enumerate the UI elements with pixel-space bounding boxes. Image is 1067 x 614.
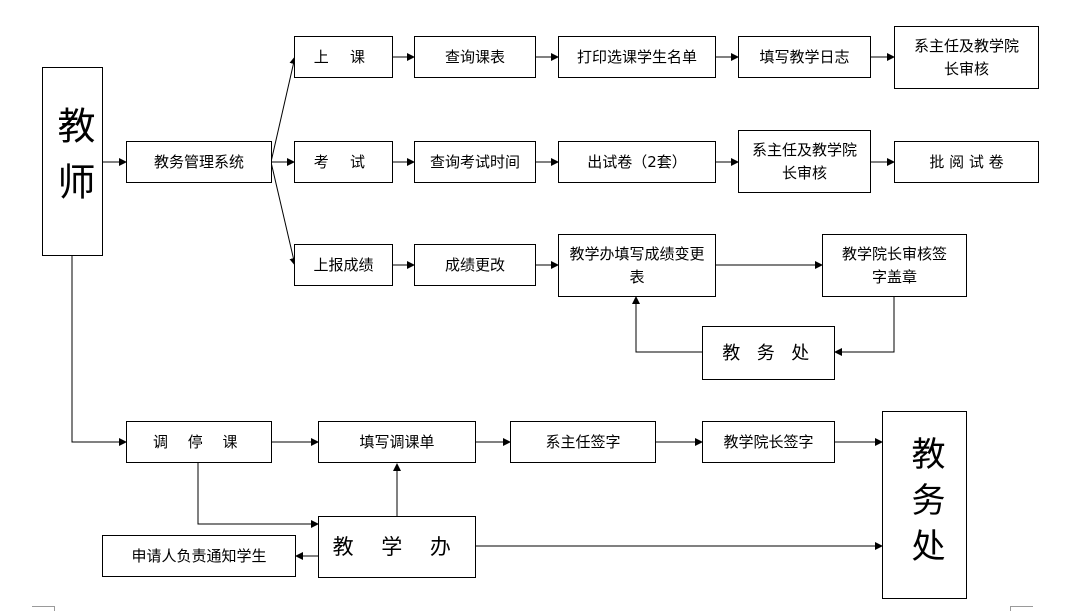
teaching-office-node[interactable]: 教 学 办 bbox=[318, 516, 476, 578]
arrow-system-to-score bbox=[270, 161, 298, 266]
exam-query-node[interactable]: 查询考试时间 bbox=[414, 141, 536, 183]
score-sign-node[interactable]: 教学院长审核签字盖章 bbox=[822, 234, 967, 297]
class-log-label: 填写教学日志 bbox=[759, 47, 850, 66]
arrow-office-to-form bbox=[632, 296, 703, 353]
system-node[interactable]: 教务管理系统 bbox=[126, 141, 272, 183]
score-form-node[interactable]: 教学办填写成绩变更表 bbox=[558, 234, 716, 297]
exam-approve-label: 系主任及教学院长审核 bbox=[751, 140, 857, 182]
exam-grade-label: 批 阅 试 卷 bbox=[929, 152, 1004, 171]
score-start-node[interactable]: 上报成绩 bbox=[294, 244, 393, 286]
class-approve-label: 系主任及教学院长审核 bbox=[913, 36, 1019, 78]
adjust-start-label: 调 停 课 bbox=[152, 432, 246, 451]
score-form-label: 教学办填写成绩变更表 bbox=[569, 244, 705, 286]
system-label: 教务管理系统 bbox=[153, 152, 244, 171]
notify-students-node[interactable]: 申请人负责通知学生 bbox=[102, 535, 296, 577]
class-log-node[interactable]: 填写教学日志 bbox=[738, 36, 871, 78]
arrow-adjust-to-office bbox=[197, 463, 319, 528]
score-office-label: 教 务 处 bbox=[722, 342, 815, 364]
exam-grade-node[interactable]: 批 阅 试 卷 bbox=[894, 141, 1039, 183]
adjust-form-label: 填写调课单 bbox=[359, 432, 435, 451]
score-start-label: 上报成绩 bbox=[313, 255, 374, 274]
page-corner-mark-right bbox=[1010, 606, 1033, 611]
page-corner-mark-left bbox=[32, 606, 55, 611]
score-change-label: 成绩更改 bbox=[444, 255, 505, 274]
class-start-node[interactable]: 上 课 bbox=[294, 36, 393, 78]
academic-affairs-label: 教务处 bbox=[905, 436, 945, 574]
exam-paper-node[interactable]: 出试卷（2套） bbox=[558, 141, 716, 183]
teacher-node[interactable]: 教师 bbox=[42, 67, 103, 256]
notify-students-label: 申请人负责通知学生 bbox=[131, 546, 267, 565]
score-office-node[interactable]: 教 务 处 bbox=[702, 326, 835, 380]
adjust-dept-sign-label: 系主任签字 bbox=[545, 432, 621, 451]
adjust-dean-sign-label: 教学院长签字 bbox=[723, 432, 814, 451]
arrow-teacher-to-adjust bbox=[71, 256, 127, 446]
exam-paper-label: 出试卷（2套） bbox=[587, 152, 687, 171]
class-start-label: 上 课 bbox=[313, 47, 374, 66]
class-print-label: 打印选课学生名单 bbox=[576, 47, 697, 66]
class-query-node[interactable]: 查询课表 bbox=[414, 36, 536, 78]
teacher-label: 教师 bbox=[51, 105, 95, 218]
arrow-system-to-class bbox=[270, 56, 298, 163]
class-print-node[interactable]: 打印选课学生名单 bbox=[558, 36, 716, 78]
exam-start-label: 考 试 bbox=[313, 152, 374, 171]
class-approve-node[interactable]: 系主任及教学院长审核 bbox=[894, 26, 1039, 89]
score-sign-label: 教学院长审核签字盖章 bbox=[841, 244, 947, 286]
adjust-form-node[interactable]: 填写调课单 bbox=[318, 421, 476, 463]
adjust-start-node[interactable]: 调 停 课 bbox=[126, 421, 272, 463]
class-query-label: 查询课表 bbox=[444, 47, 505, 66]
exam-start-node[interactable]: 考 试 bbox=[294, 141, 393, 183]
score-change-node[interactable]: 成绩更改 bbox=[414, 244, 536, 286]
adjust-dept-sign-node[interactable]: 系主任签字 bbox=[510, 421, 656, 463]
exam-approve-node[interactable]: 系主任及教学院长审核 bbox=[738, 130, 871, 193]
adjust-dean-sign-node[interactable]: 教学院长签字 bbox=[702, 421, 835, 463]
arrow-sign-to-office bbox=[834, 297, 895, 356]
teaching-office-label: 教 学 办 bbox=[332, 534, 462, 559]
academic-affairs-node[interactable]: 教务处 bbox=[882, 411, 967, 599]
exam-query-label: 查询考试时间 bbox=[429, 152, 520, 171]
